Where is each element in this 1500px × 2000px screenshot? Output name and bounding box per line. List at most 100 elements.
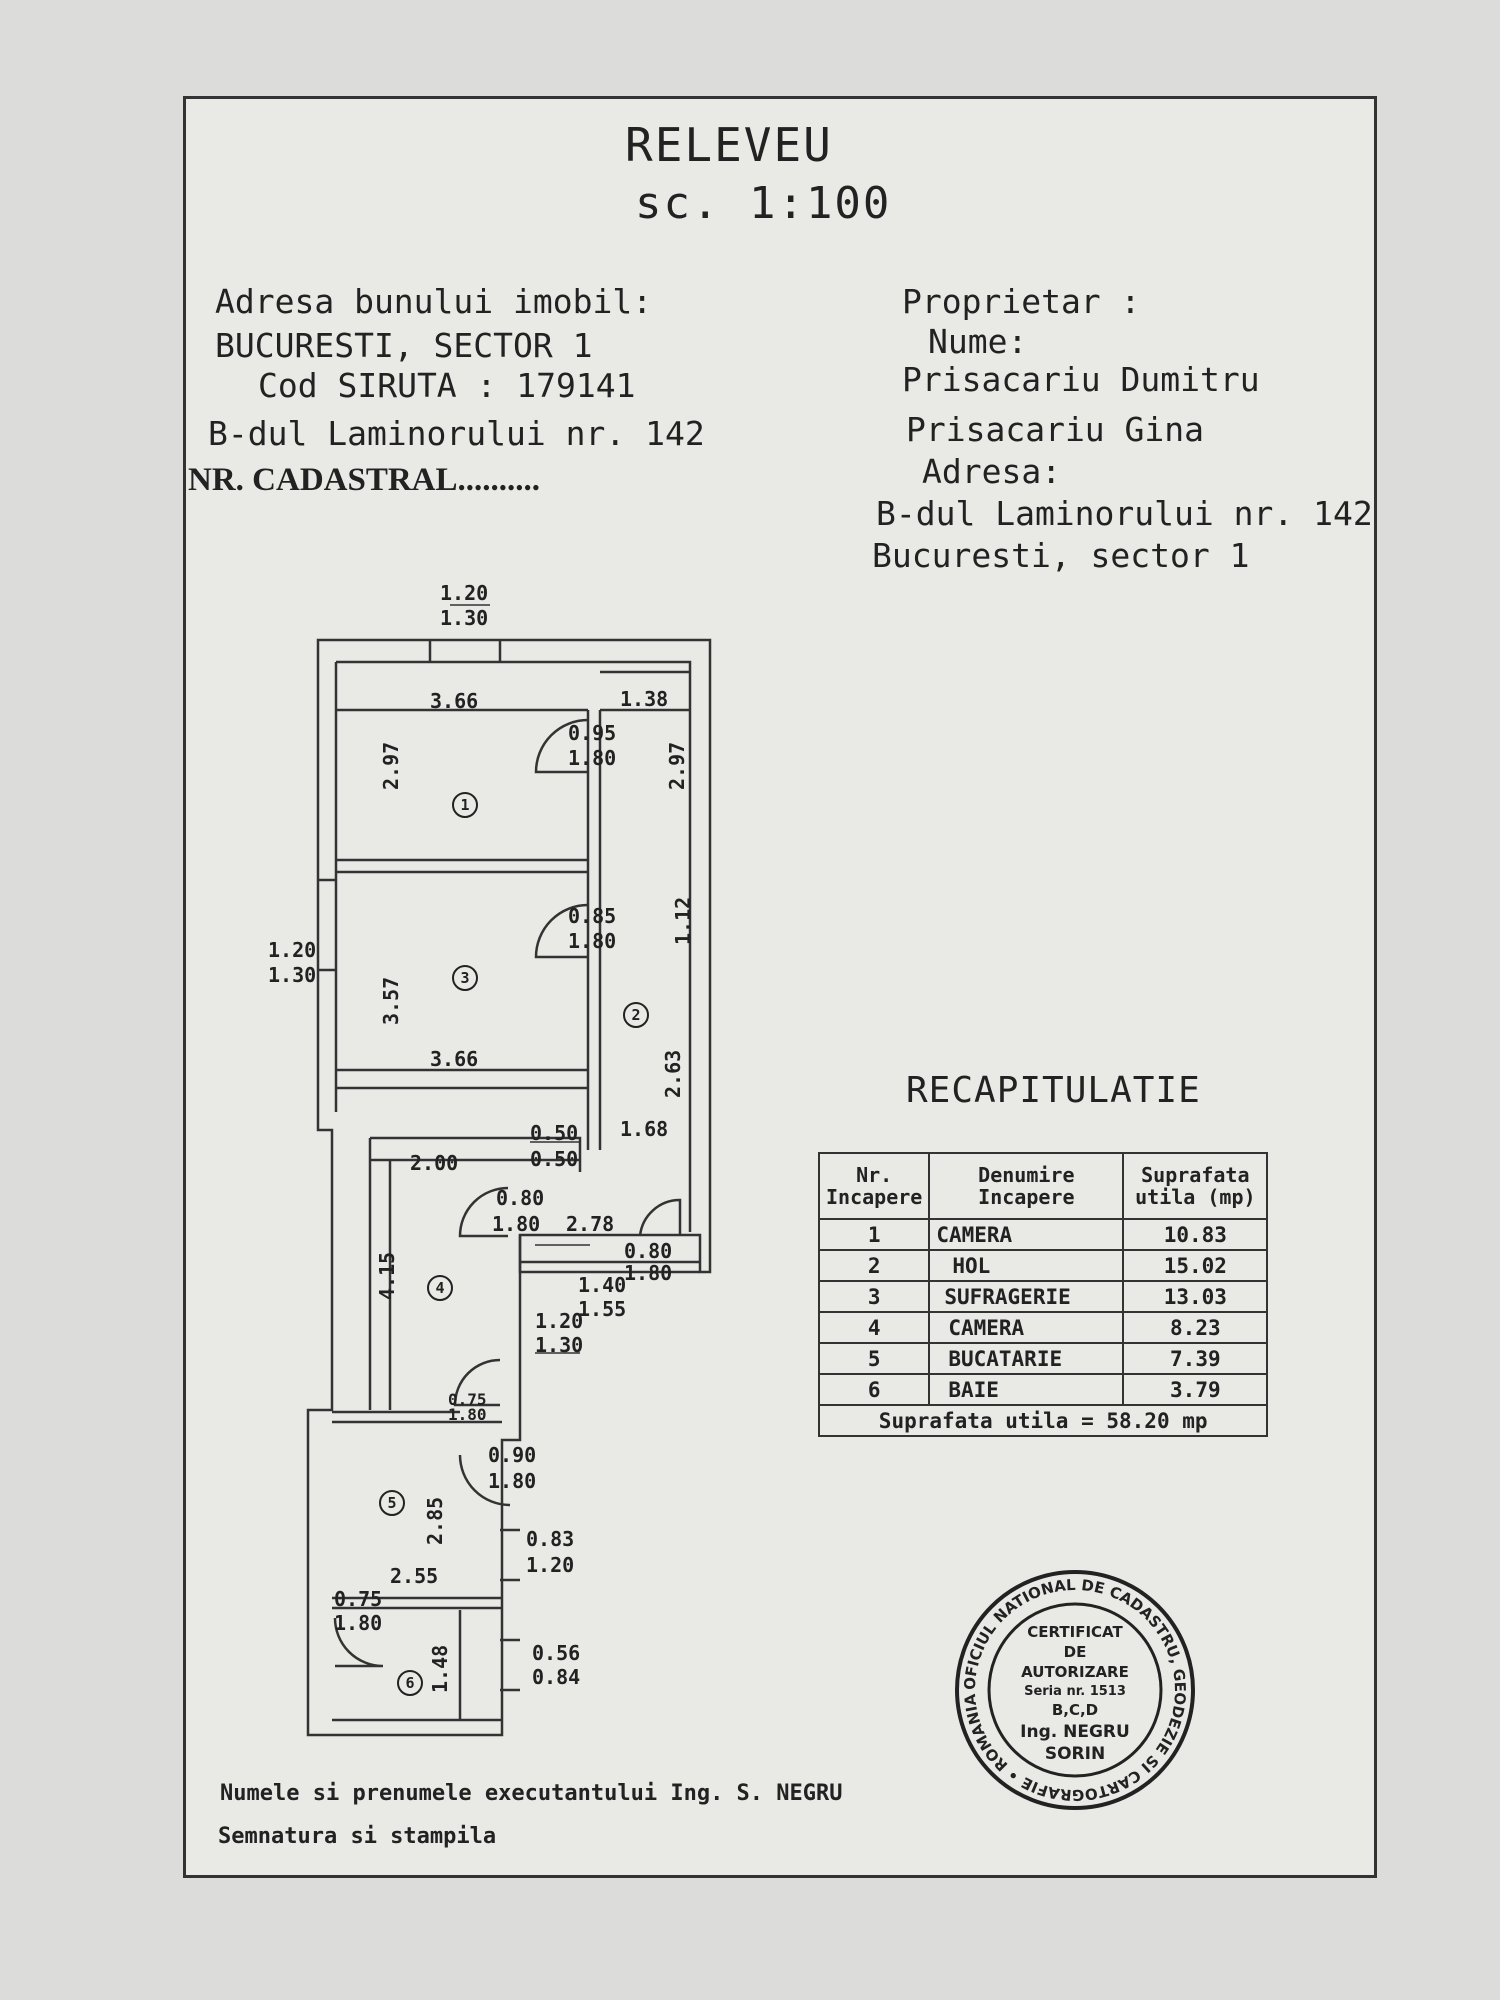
dim-label: 1.55	[578, 1297, 626, 1321]
dim-label: 0.84	[532, 1665, 580, 1689]
table-row: 3 SUFRAGERIE 13.03	[817, 1280, 1269, 1313]
dim-label: 1.30	[268, 963, 316, 987]
table-row: 6 BAIE 3.79	[817, 1373, 1269, 1406]
room-number-4: 4	[435, 1279, 444, 1297]
cell-nr: 1	[817, 1218, 931, 1251]
room-number-3: 3	[460, 969, 469, 987]
owner-label: Proprietar :	[902, 282, 1141, 321]
dim-label: 2.63	[661, 1050, 685, 1098]
cell-name: CAMERA	[928, 1218, 1125, 1251]
cell-nr: 2	[817, 1249, 931, 1282]
stamp-text: Ing. NEGRU	[1020, 1722, 1130, 1742]
dim-label: 1.80	[448, 1405, 487, 1424]
cadastral-number: NR. CADASTRAL..........	[188, 462, 541, 498]
stamp-text: Seria nr. 1513	[1024, 1684, 1126, 1699]
col-header-nr: Nr. Incapere	[817, 1152, 931, 1220]
dim-label: 1.80	[568, 929, 616, 953]
dim-label: 0.85	[568, 904, 616, 928]
dim-label: 0.75	[448, 1390, 487, 1409]
document-title: RELEVEU	[625, 118, 833, 172]
cell-area: 10.83	[1122, 1218, 1269, 1251]
cell-name: SUFRAGERIE	[928, 1280, 1125, 1313]
stamp-text: CERTIFICAT	[1027, 1623, 1123, 1641]
authorization-stamp: OFICIUL NATIONAL DE CADASTRU, GEODEZIE S…	[950, 1565, 1195, 1810]
dim-label: 1.30	[535, 1333, 583, 1357]
stamp-text: AUTORIZARE	[1021, 1663, 1129, 1681]
dim-label: 2.97	[665, 742, 689, 790]
cell-nr: 3	[817, 1280, 931, 1313]
dim-label: 0.50	[530, 1147, 578, 1171]
owner-address-label: Adresa:	[922, 452, 1062, 491]
dim-label: 0.80	[496, 1186, 544, 1210]
dim-label: 0.83	[526, 1527, 574, 1551]
dim-label: 1.20	[440, 581, 488, 605]
table-row: 4 CAMERA 8.23	[817, 1311, 1269, 1344]
dim-label: 1.80	[492, 1212, 540, 1236]
dim-label: 1.80	[334, 1611, 382, 1635]
cell-area: 15.02	[1122, 1249, 1269, 1282]
dim-label: 2.85	[423, 1497, 447, 1545]
dim-label: 0.56	[532, 1641, 580, 1665]
recap-title: RECAPITULATIE	[906, 1070, 1201, 1111]
dim-label: 0.80	[624, 1239, 672, 1263]
dim-label: 2.97	[379, 742, 403, 790]
dim-label: 1.38	[620, 687, 668, 711]
cell-name: HOL	[928, 1249, 1125, 1282]
stamp-text: SORIN	[1045, 1744, 1105, 1764]
dim-label: 1.40	[578, 1273, 626, 1297]
col-header-name: Denumire Incapere	[928, 1152, 1125, 1220]
stamp-text: B,C,D	[1052, 1701, 1098, 1719]
table-row: 1 CAMERA 10.83	[817, 1218, 1269, 1251]
dim-label: 3.57	[379, 977, 403, 1025]
dim-label: 3.66	[430, 689, 478, 713]
recap-table: Nr. Incapere Denumire Incapere Suprafata…	[817, 1152, 1269, 1437]
dim-label: 1.20	[526, 1553, 574, 1577]
room-number-2: 2	[631, 1006, 640, 1024]
dim-label: 2.78	[566, 1212, 614, 1236]
dim-label: 1.20	[268, 938, 316, 962]
dim-label: 0.50	[530, 1121, 578, 1145]
dim-label: 1.80	[488, 1469, 536, 1493]
dim-label: 4.15	[375, 1252, 399, 1300]
dim-label: 1.80	[624, 1261, 672, 1285]
room-number-1: 1	[460, 796, 469, 814]
stamp-text: DE	[1064, 1643, 1087, 1661]
cell-nr: 6	[817, 1373, 931, 1406]
table-row: 5 BUCATARIE 7.39	[817, 1342, 1269, 1375]
col-header-area: Suprafata utila (mp)	[1122, 1152, 1269, 1220]
owner-name-label: Nume:	[928, 322, 1028, 361]
room-number-5: 5	[387, 1494, 396, 1512]
dim-label: 0.95	[568, 721, 616, 745]
dim-label: 1.20	[535, 1309, 583, 1333]
cell-area: 13.03	[1122, 1280, 1269, 1313]
table-total-row: Suprafata utila = 58.20 mp	[817, 1404, 1269, 1437]
cell-area: 7.39	[1122, 1342, 1269, 1375]
cell-name: BAIE	[928, 1373, 1125, 1406]
cell-nr: 4	[817, 1311, 931, 1344]
owner-name-1: Prisacariu Dumitru	[902, 360, 1260, 399]
executor-line: Numele si prenumele executantului Ing. S…	[220, 1781, 843, 1806]
table-row: 2 HOL 15.02	[817, 1249, 1269, 1282]
signature-line: Semnatura si stampila	[218, 1824, 497, 1849]
address-label: Adresa bunului imobil:	[215, 282, 653, 321]
total-area: Suprafata utila = 58.20 mp	[817, 1404, 1269, 1437]
cell-area: 3.79	[1122, 1373, 1269, 1406]
siruta-code: Cod SIRUTA : 179141	[258, 366, 636, 405]
dim-label: 1.68	[620, 1117, 668, 1141]
scale-label: sc. 1:100	[635, 178, 892, 229]
dim-label: 1.48	[428, 1645, 452, 1693]
dim-label: 2.00	[410, 1151, 458, 1175]
city-sector: BUCURESTI, SECTOR 1	[215, 326, 593, 365]
property-street: B-dul Laminorului nr. 142	[208, 414, 705, 453]
dim-label: 1.80	[568, 746, 616, 770]
owner-city: Bucuresti, sector 1	[872, 536, 1250, 575]
owner-street: B-dul Laminorului nr. 142	[876, 494, 1373, 533]
dim-label: 1.30	[440, 606, 488, 630]
owner-name-2: Prisacariu Gina	[906, 410, 1205, 449]
cell-name: BUCATARIE	[928, 1342, 1125, 1375]
cell-area: 8.23	[1122, 1311, 1269, 1344]
dim-label: 2.55	[390, 1564, 438, 1588]
dim-label: 0.90	[488, 1443, 536, 1467]
cell-name: CAMERA	[928, 1311, 1125, 1344]
